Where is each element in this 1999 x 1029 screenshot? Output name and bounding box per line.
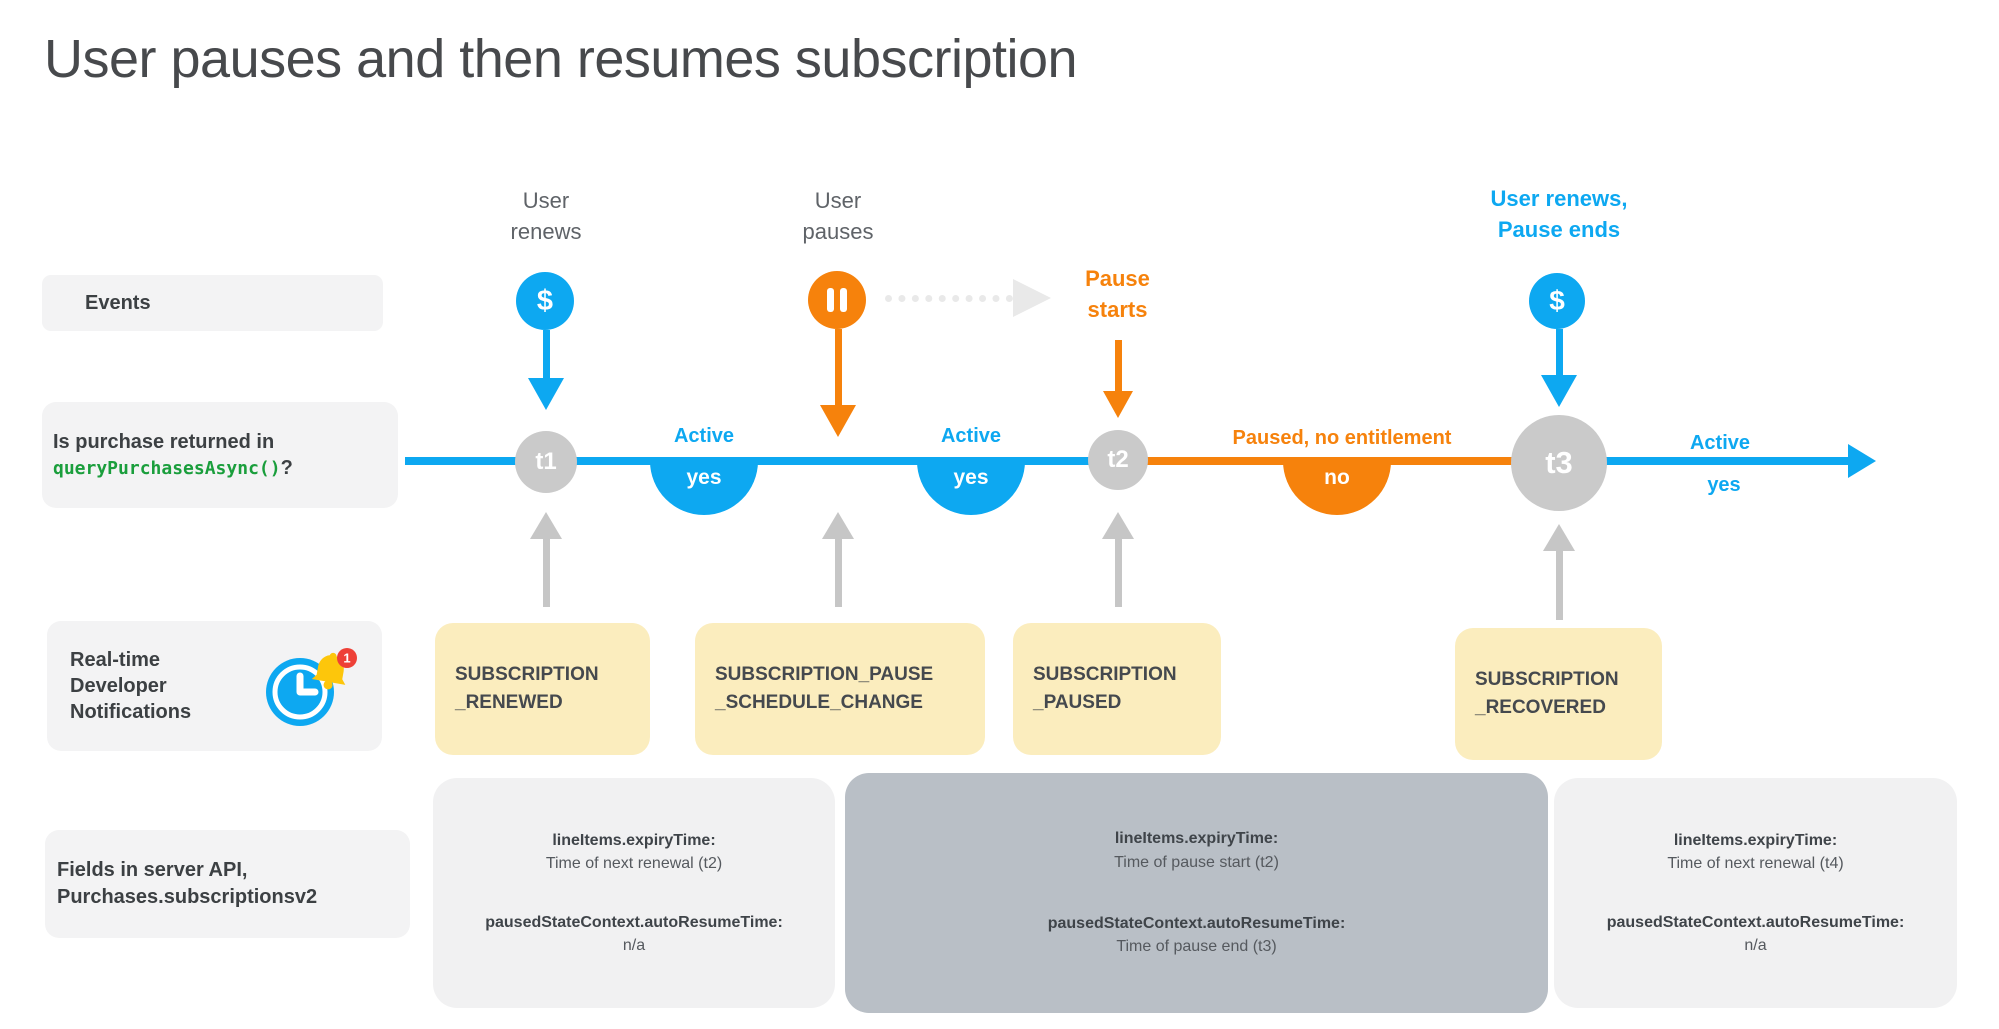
notification-subscription-recovered: SUBSCRIPTION _RECOVERED	[1455, 628, 1662, 760]
pause-down-arrow	[820, 329, 856, 437]
timeline-segment-paused	[1118, 457, 1559, 465]
notification-line: _PAUSED	[1033, 692, 1122, 713]
badge-count: 1	[343, 651, 350, 666]
api-fields-box-2: lineItems.expiryTime: Time of pause star…	[845, 773, 1548, 1013]
clock-hands	[296, 672, 319, 696]
state-value-yes-3: yes	[1707, 474, 1741, 496]
api-field-group: pausedStateContext.autoResumeTime: n/a	[1562, 911, 1949, 957]
timeline-arrowhead	[1848, 444, 1876, 478]
pause-icon	[827, 288, 847, 312]
api-field-label: lineItems.expiryTime:	[1114, 830, 1279, 848]
api-field-group: pausedStateContext.autoResumeTime: n/a	[441, 911, 827, 957]
event-label-line: User	[814, 188, 862, 213]
renew-down-arrow-2	[1541, 329, 1577, 407]
notification-line: SUBSCRIPTION	[455, 664, 599, 686]
timeline-segment-active-2	[1559, 457, 1848, 465]
badge-text: yes	[953, 466, 989, 489]
api-field-value: Time of pause end (t3)	[1116, 938, 1277, 956]
notification-subscription-pause-schedule-change: SUBSCRIPTION_PAUSE _SCHEDULE_CHANGE	[695, 623, 985, 755]
api-fields-box-1: lineItems.expiryTime: Time of next renew…	[433, 778, 835, 1008]
api-field-label: pausedStateContext.autoResumeTime:	[1047, 915, 1346, 933]
query-code-line: queryPurchasesAsync()?	[53, 457, 398, 480]
api-field-label: lineItems.expiryTime:	[1673, 832, 1838, 850]
renew-down-arrow-1	[528, 330, 564, 410]
event-label-user-renews-pause-ends: User renews, Pause ends	[1430, 184, 1688, 246]
event-label-line: User renews,	[1490, 186, 1628, 211]
timeline-node-t1: t1	[515, 431, 577, 493]
query-question-mark: ?	[280, 456, 293, 479]
api-field-group: lineItems.expiryTime: Time of next renew…	[441, 829, 827, 875]
state-label-active-2: Active	[940, 425, 1002, 447]
timeline-segment-active-1	[405, 457, 1118, 465]
query-code-text: queryPurchasesAsync()	[53, 457, 281, 479]
event-label-line: renews	[510, 218, 582, 244]
api-field-label: pausedStateContext.autoResumeTime:	[1606, 913, 1905, 931]
state-label-paused: Paused, no entitlement	[1232, 427, 1452, 449]
row-label-server-api-fields: Fields in server API, Purchases.subscrip…	[45, 830, 410, 938]
rtdn-line3: Notifications	[70, 701, 192, 723]
api-field-group: lineItems.expiryTime: Time of pause star…	[853, 827, 1540, 873]
api-field-label: lineItems.expiryTime:	[552, 832, 716, 850]
events-label: Events	[85, 291, 151, 314]
api-field-value: Time of next renewal (t4)	[1667, 855, 1844, 873]
page-title: User pauses and then resumes subscriptio…	[44, 29, 1078, 89]
notification-subscription-renewed: SUBSCRIPTION _RENEWED	[435, 623, 650, 755]
notification-line: SUBSCRIPTION	[1475, 669, 1619, 691]
event-label-line: pauses	[802, 218, 874, 244]
event-label-line: Pause	[1085, 266, 1150, 291]
rtdn-up-arrow-2	[822, 512, 854, 607]
dollar-glyph: $	[536, 284, 554, 317]
query-question-text: Is purchase returned in	[53, 430, 275, 453]
timeline-node-t2: t2	[1088, 430, 1148, 490]
state-label-active-3: Active	[1689, 432, 1751, 454]
event-label-user-pauses: User pauses	[738, 186, 938, 248]
bell-icon	[311, 652, 346, 690]
rtdn-up-arrow-4	[1543, 524, 1575, 620]
badge-circle	[337, 648, 357, 668]
notification-line: _RENEWED	[455, 692, 563, 713]
notification-line: _SCHEDULE_CHANGE	[715, 692, 923, 713]
pause-starts-down-arrow	[1103, 340, 1133, 418]
api-field-group: pausedStateContext.autoResumeTime: Time …	[853, 912, 1540, 958]
rtdn-up-arrow-1	[530, 512, 562, 607]
clock-notification-icon: 1	[266, 648, 357, 726]
api-field-value: Time of pause start (t2)	[1114, 853, 1279, 871]
api-field-label: pausedStateContext.autoResumeTime:	[485, 913, 783, 931]
api-field-group: lineItems.expiryTime: Time of next renew…	[1562, 829, 1949, 875]
notification-line: SUBSCRIPTION_PAUSE	[715, 664, 934, 686]
notification-subscription-paused: SUBSCRIPTION _PAUSED	[1013, 623, 1221, 755]
dollar-glyph: $	[1549, 285, 1565, 316]
entitlement-badge-yes-2: yes	[917, 461, 1025, 515]
event-label-line: starts	[1087, 296, 1148, 322]
fields-line2: Purchases.subscriptionsv2	[57, 886, 318, 908]
entitlement-badge-no: no	[1283, 461, 1391, 515]
fields-line1: Fields in server API,	[57, 859, 248, 881]
badge-text: no	[1324, 466, 1350, 489]
row-label-events: Events	[42, 275, 383, 331]
state-label-active-1: Active	[673, 425, 735, 447]
pause-event-icon	[808, 271, 866, 329]
api-field-value: Time of next renewal (t2)	[545, 855, 723, 873]
row-label-query-purchases: Is purchase returned in queryPurchasesAs…	[42, 402, 398, 508]
notification-line: _RECOVERED	[1475, 697, 1606, 718]
event-label-line: User	[522, 188, 570, 213]
notification-line: SUBSCRIPTION	[1033, 664, 1177, 686]
event-label-user-renews: User renews	[446, 186, 646, 248]
renew-dollar-icon-2: $	[1529, 273, 1585, 329]
rtdn-line2: Developer	[70, 675, 167, 697]
event-label-line: Pause ends	[1497, 216, 1621, 242]
rtdn-line1: Real-time	[70, 649, 161, 671]
renew-dollar-icon-1: $	[516, 272, 574, 330]
api-fields-box-3: lineItems.expiryTime: Time of next renew…	[1554, 778, 1957, 1008]
api-field-value: n/a	[622, 936, 646, 954]
badge-text: yes	[686, 466, 722, 489]
entitlement-badge-yes-1: yes	[650, 461, 758, 515]
pause-deferral-dotted-arrow	[885, 279, 1065, 317]
event-label-pause-starts: Pause starts	[1030, 264, 1205, 326]
timeline-node-t3: t3	[1511, 415, 1607, 511]
rtdn-up-arrow-3	[1102, 512, 1134, 607]
api-field-value: n/a	[1744, 936, 1767, 954]
